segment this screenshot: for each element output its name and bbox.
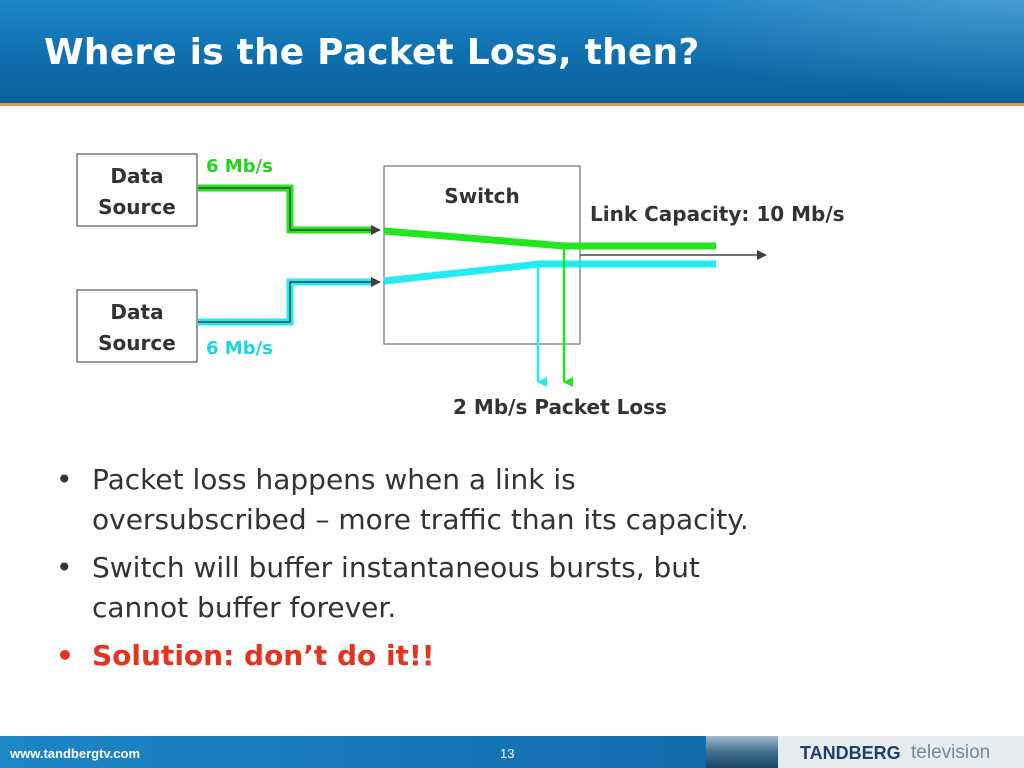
data-source-top-line2: Source (98, 195, 176, 219)
bullet-item-solution: • Solution: don’t do it!! (56, 636, 956, 676)
bottom-source-arrow (198, 277, 381, 323)
header-decoration (604, 0, 1024, 103)
data-source-top-line1: Data (110, 164, 163, 188)
link-capacity-label: Link Capacity: 10 Mb/s (590, 202, 845, 226)
cyan-flow-through-switch (383, 260, 716, 285)
cyan-flow-input (198, 278, 372, 326)
data-source-bottom-line2: Source (98, 331, 176, 355)
bullet-text-line: Switch will buffer instantaneous bursts,… (92, 551, 701, 584)
bullet-glyph: • (56, 551, 73, 584)
switch-label: Switch (444, 184, 519, 208)
bullet-item: • Packet loss happens when a link is ove… (56, 460, 956, 540)
company-logo: TANDBERG television (778, 736, 1024, 768)
top-rate-label: 6 Mb/s (206, 156, 273, 177)
bullet-text-line: oversubscribed – more traffic than its c… (92, 503, 749, 536)
green-flow-input (198, 184, 372, 234)
page-number: 13 (500, 746, 515, 761)
bullet-glyph: • (56, 463, 73, 496)
bullet-text-line: Packet loss happens when a link is (92, 463, 576, 496)
data-source-bottom-line1: Data (110, 300, 163, 324)
bullet-text-line: cannot buffer forever. (92, 591, 397, 624)
data-source-bottom-box (76, 289, 198, 363)
data-source-top-box (76, 153, 198, 227)
top-source-arrow (198, 187, 381, 235)
logo-suffix-text: television (911, 742, 991, 763)
slide-title: Where is the Packet Loss, then? (44, 32, 700, 73)
packet-loss-diagram: Switch Data Source Data Source 6 Mb/s 6 … (76, 153, 845, 419)
packet-loss-label: 2 Mb/s Packet Loss (453, 395, 667, 419)
bullet-list: • Packet loss happens when a link is ove… (56, 460, 956, 684)
bullet-item: • Switch will buffer instantaneous burst… (56, 548, 956, 628)
green-flow-through-switch (383, 227, 716, 250)
title-bar: Where is the Packet Loss, then? (0, 0, 1024, 106)
bullet-glyph: • (56, 639, 74, 672)
bottom-rate-label: 6 Mb/s (206, 338, 273, 359)
footer-url-link[interactable]: www.tandbergtv.com (10, 746, 141, 761)
logo-brand-text: TANDBERG (800, 743, 901, 763)
footer-photo (706, 736, 778, 768)
switch-box (383, 165, 581, 345)
bullet-text: Solution: don’t do it!! (92, 639, 435, 672)
